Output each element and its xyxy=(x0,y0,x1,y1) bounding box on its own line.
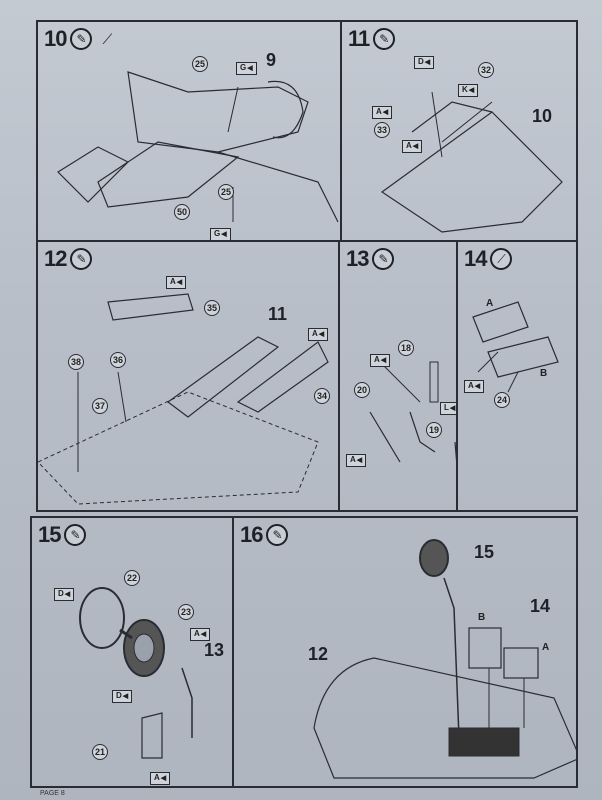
part-number: 25 xyxy=(218,184,234,200)
part-number: 50 xyxy=(174,204,190,220)
sprue-tag: A xyxy=(372,106,393,119)
part-label: B xyxy=(478,612,486,623)
part-number: 22 xyxy=(124,570,140,586)
page-footer: PAGE 8 xyxy=(40,790,65,797)
glue-icon: ✎ xyxy=(372,248,395,270)
brush-icon: ⟋ xyxy=(490,248,513,270)
step-15-panel: 15 ✎ 22 23 21 13 D A D A xyxy=(30,516,234,788)
sprue-tag: K xyxy=(458,84,479,97)
part-number: 21 xyxy=(92,744,108,760)
part-number: 35 xyxy=(204,300,220,316)
aircraft-drawing xyxy=(57,71,339,223)
part-label: A xyxy=(486,298,494,309)
glue-icon: ✎ xyxy=(266,524,289,546)
sprue-tag: A xyxy=(402,140,423,153)
wing-drawing xyxy=(380,91,563,233)
step-number: 15 xyxy=(38,522,62,547)
landing-gear-drawing xyxy=(369,361,456,463)
part-number: 24 xyxy=(494,392,510,408)
part-number: 19 xyxy=(426,422,442,438)
sprue-tag: A xyxy=(370,354,391,367)
part-number: 36 xyxy=(110,352,126,368)
step-number: 12 xyxy=(44,246,68,271)
step-13-panel: 13 ✎ 18 20 19 A L A A xyxy=(338,240,458,512)
sprue-tag: A xyxy=(190,628,211,641)
assembly-callout: 13 xyxy=(204,640,225,660)
assembly-callout: 14 xyxy=(530,596,551,616)
step-number: 16 xyxy=(240,522,264,547)
part-number: 37 xyxy=(92,398,108,414)
sprue-tag: A xyxy=(150,772,171,785)
wheel-drawing xyxy=(79,587,193,759)
glue-icon: ✎ xyxy=(64,524,87,546)
glue-icon: ✎ xyxy=(373,28,396,50)
part-number: 38 xyxy=(68,354,84,370)
sprue-tag: L xyxy=(440,402,456,415)
glue-icon: ✎ xyxy=(70,248,93,270)
sprue-tag: G xyxy=(210,228,231,240)
step-14-panel: 14 ⟋ A B 24 A xyxy=(456,240,578,512)
step-12-panel: 12 ✎ 35 38 36 37 34 11 A A xyxy=(36,240,340,512)
brush-icon: ⟋ xyxy=(102,30,113,47)
part-number: 32 xyxy=(478,62,494,78)
part-label: B xyxy=(540,368,548,379)
sprue-tag: G xyxy=(236,62,257,75)
sprue-tag: D xyxy=(54,588,75,601)
sprue-tag: A xyxy=(464,380,485,393)
final-assembly-drawing xyxy=(313,539,576,779)
panel-parts-drawing xyxy=(472,301,559,393)
part-number: 34 xyxy=(314,388,330,404)
step-number: 11 xyxy=(348,26,370,51)
assembly-callout: 9 xyxy=(266,50,277,70)
sprue-tag: A xyxy=(346,454,367,467)
sprue-tag: D xyxy=(112,690,133,703)
step-number: 13 xyxy=(346,246,370,271)
step-10-panel: 10 ✎ ⟋ 25 25 50 9 G G xyxy=(36,20,342,242)
part-number: 18 xyxy=(398,340,414,356)
part-number: 33 xyxy=(374,122,390,138)
assembly-callout: 12 xyxy=(308,644,329,664)
assembly-callout: 10 xyxy=(532,106,553,126)
step-16-panel: 16 ✎ 15 14 12 B A xyxy=(232,516,578,788)
part-label: A xyxy=(542,642,550,653)
step-number: 10 xyxy=(44,26,68,51)
sprue-tag: A xyxy=(166,276,187,289)
step-11-panel: 11 ✎ 32 33 10 D K A A xyxy=(340,20,578,242)
part-number: 25 xyxy=(192,56,208,72)
step-number: 14 xyxy=(464,246,488,271)
wing-gear-drawing xyxy=(38,293,329,505)
glue-icon: ✎ xyxy=(70,28,93,50)
sprue-tag: A xyxy=(308,328,329,341)
part-number: 23 xyxy=(178,604,194,620)
sprue-tag: D xyxy=(414,56,435,69)
assembly-callout: 11 xyxy=(268,304,288,324)
assembly-callout: 15 xyxy=(474,542,495,562)
part-number: 20 xyxy=(354,382,370,398)
